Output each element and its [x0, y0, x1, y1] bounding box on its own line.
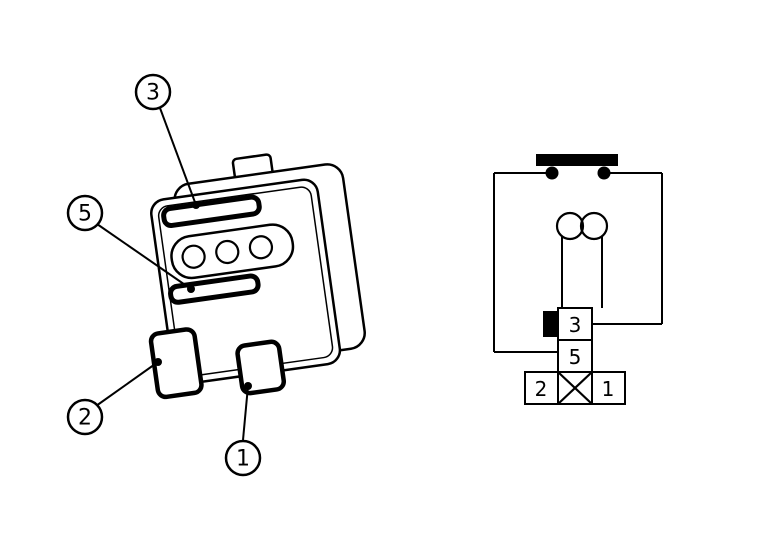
- callout-1-label: 1: [236, 447, 250, 472]
- terminal-3-marker: [543, 311, 558, 337]
- callout-2-label: 2: [78, 406, 92, 431]
- contact-bar: [536, 154, 618, 166]
- callout-5: 5: [66, 194, 195, 293]
- terminal-1-label: 1: [602, 377, 615, 401]
- callout-3-label: 3: [146, 81, 160, 106]
- callout-1-leader-line: [242, 385, 249, 441]
- callout-3-leader-line: [159, 107, 197, 206]
- callout-3-circle: [134, 73, 172, 111]
- callout-5-label: 5: [78, 202, 92, 227]
- callout-2-leader-line: [95, 361, 159, 407]
- terminal-blade-1: [235, 339, 287, 396]
- coil-loop-right: [579, 211, 609, 241]
- callout-5-leader-line: [96, 223, 192, 290]
- callout-1: 1: [224, 382, 262, 477]
- terminal-3-label: 3: [569, 313, 582, 337]
- callout-5-leader-dot: [187, 285, 195, 293]
- callout-1-leader-dot: [244, 382, 252, 390]
- x-marker-diagonal-2: [557, 371, 593, 405]
- socket-circle-3: [248, 235, 274, 260]
- callout-2: 2: [66, 358, 162, 436]
- terminal-blade-3: [161, 194, 262, 228]
- terminal-box-3: [557, 307, 593, 341]
- callout-5-circle: [66, 194, 104, 232]
- relay-schematic: 3 5 2 1: [493, 154, 663, 405]
- terminal-5-label: 5: [569, 345, 582, 369]
- callout-1-circle: [224, 439, 262, 477]
- socket-circle-2: [215, 239, 240, 265]
- relay-illustration: 3 5 2 1: [66, 73, 366, 477]
- callout-3: 3: [134, 73, 200, 209]
- terminal-blade-5: [168, 273, 261, 305]
- callout-3-leader-dot: [192, 201, 200, 209]
- terminal-box-1: [591, 371, 626, 405]
- relay-body-group: [148, 153, 366, 400]
- coil-loop-left: [555, 211, 585, 241]
- callout-2-leader-dot: [154, 358, 162, 366]
- callout-2-circle: [66, 398, 104, 436]
- terminal-blade-2: [148, 327, 204, 400]
- socket-circle-1: [181, 244, 206, 269]
- terminal-2-label: 2: [535, 377, 548, 401]
